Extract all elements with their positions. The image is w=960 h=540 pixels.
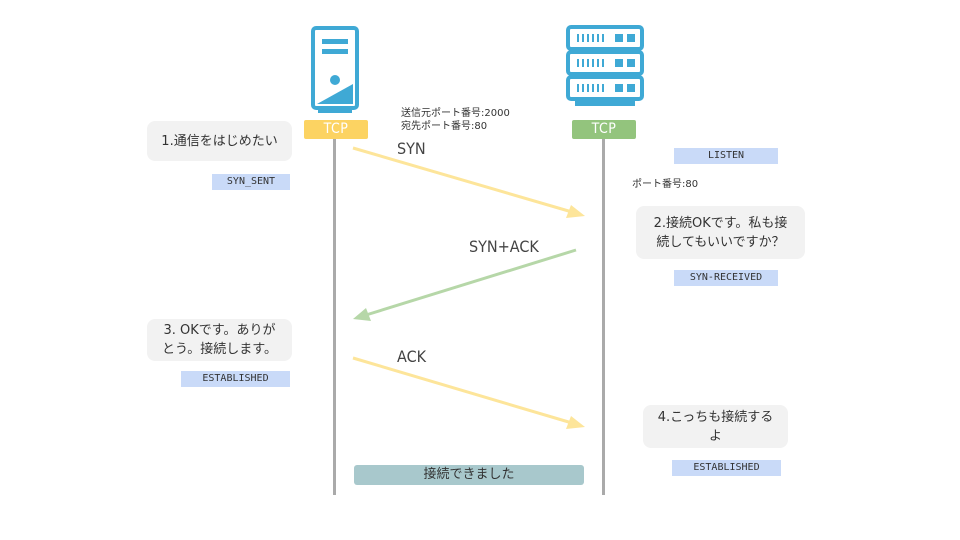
ack-label: ACK xyxy=(397,347,427,366)
step2-bubble: 2.接続OKです。私も接 続してもいいですか？ xyxy=(636,206,805,259)
server-tcp-tag: TCP xyxy=(572,120,636,139)
step4-bubble: 4.こっちも接続する よ xyxy=(643,405,788,448)
ack-arrow xyxy=(352,356,585,429)
step1-state: SYN_SENT xyxy=(212,174,290,190)
step1-bubble: 1.通信をはじめたい xyxy=(147,121,292,161)
client-tcp-tag: TCP xyxy=(304,120,368,139)
step4-state: ESTABLISHED xyxy=(672,460,781,476)
syn-label: SYN xyxy=(397,139,426,158)
client-destination-port-note: 宛先ポート番号:80 xyxy=(401,121,488,132)
server-listen-state: LISTEN xyxy=(674,148,778,164)
step3-state: ESTABLISHED xyxy=(181,371,290,387)
step2-state: SYN-RECEIVED xyxy=(674,270,778,286)
desktop-tower-icon xyxy=(311,26,359,113)
client-lifeline xyxy=(333,139,336,495)
synack-arrow xyxy=(353,248,577,321)
server-port-note: ポート番号:80 xyxy=(632,179,699,190)
step3-bubble: 3. OKです。ありが とう。接続します。 xyxy=(147,319,292,361)
synack-label: SYN+ACK xyxy=(469,237,539,256)
server-rack-icon xyxy=(566,25,644,106)
server-lifeline xyxy=(602,139,605,495)
connection-established-banner: 接続できました xyxy=(354,465,584,485)
syn-arrow xyxy=(352,146,585,218)
client-source-port-note: 送信元ポート番号:2000 xyxy=(401,108,510,119)
